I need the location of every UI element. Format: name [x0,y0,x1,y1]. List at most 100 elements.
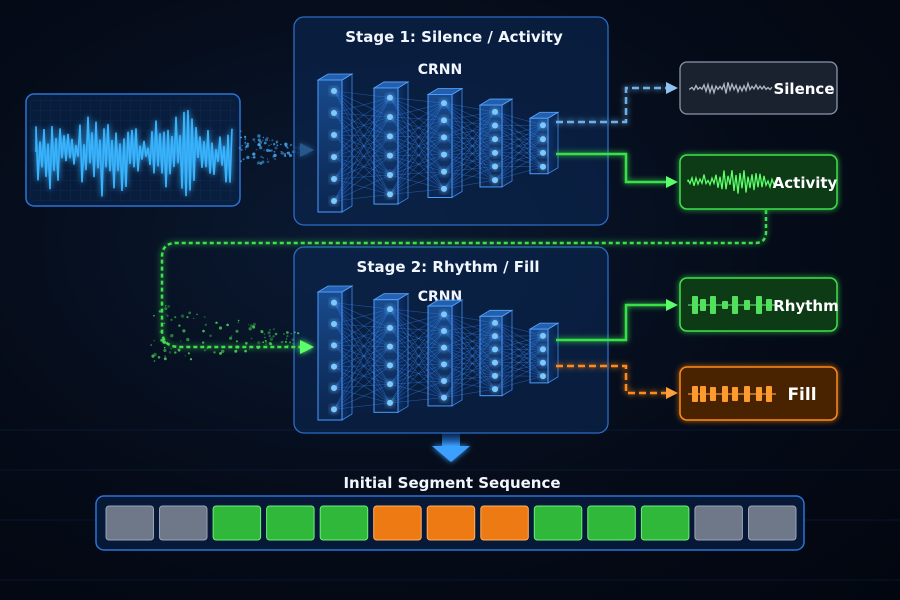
network-connection [333,323,391,347]
particle [269,140,270,142]
network-connection [443,314,496,350]
network-connection [333,323,391,329]
particle [285,338,288,340]
network-connection [333,323,391,385]
particle [259,161,263,165]
particle [206,347,209,350]
particle [244,341,248,345]
particle [257,346,260,350]
network-connection [333,302,391,404]
network-connection [389,116,445,155]
network-connection [494,166,544,181]
network-layer [317,291,343,421]
network-connection [333,383,391,410]
network-connection [389,364,445,366]
network-connection [443,137,496,167]
particle [252,325,256,329]
particle [241,145,243,147]
input-waveform [35,110,233,197]
particle [270,143,272,145]
network-connection [389,97,445,172]
particle [261,139,264,142]
fill-pulse-bars [688,386,776,402]
particle [275,141,278,144]
network-connection [389,314,445,404]
segment-silence [694,505,743,541]
network-connection [333,156,391,176]
network-layer-side [547,322,559,384]
network-connection [443,102,496,154]
network-connection [333,345,391,347]
network-connection [494,375,544,390]
network-connection [333,116,391,136]
particle [256,162,260,165]
network-connection [389,314,445,329]
network-connection [333,116,391,180]
network-connection [333,174,391,202]
network-connection [443,347,496,390]
particle [151,354,155,358]
particle [204,323,207,326]
network-connection [389,364,445,404]
network-node [331,198,337,204]
network-connection [333,97,391,114]
segment-fill [373,505,422,541]
fill-label: Fill [787,385,816,405]
particle [259,146,263,150]
network-node [540,163,546,170]
particle [166,314,169,317]
particle [188,311,192,315]
network-connection [494,322,544,377]
network-layer [479,104,503,188]
particle [249,348,251,350]
particle [257,143,261,147]
network-connection [389,308,445,365]
down-arrow [432,433,470,462]
network-connection [389,136,445,155]
network-connection [333,97,391,202]
network-connection [333,365,391,367]
particle [287,151,291,155]
pulse-bar [722,386,728,402]
network-connection [389,327,445,382]
sequence-title: Initial Segment Sequence [343,474,560,492]
network-connection [389,346,445,398]
network-node [492,333,498,340]
particle [251,156,253,159]
network-connection [333,346,391,389]
network-connection [494,362,544,377]
network-node [331,321,337,327]
network-connection [389,120,445,156]
network-connection [443,179,496,190]
network-connection [333,90,391,156]
rhythm-output-box: Rhythm [679,277,839,332]
network-connection [333,345,391,366]
network-connection [333,112,391,137]
network-layer [317,79,343,213]
network-connection [443,102,496,167]
network-connection [333,302,391,385]
network-connection [443,111,496,121]
network-connection [333,97,391,136]
network-connection [443,322,496,332]
network-connection [443,154,496,181]
network-connection [333,90,391,195]
network-connection [443,314,496,324]
network-connection [494,111,544,154]
particle [184,355,186,357]
network-connection [443,102,496,113]
network-connection [443,335,496,348]
particle [230,335,233,337]
particle [263,333,266,335]
particle [174,351,177,354]
network-connection [494,111,544,126]
network-connection [389,308,445,332]
network-connection [333,155,391,202]
network-connection [443,330,496,377]
network-connection [389,120,445,176]
particle [161,340,165,344]
network-connection [333,365,391,389]
network-connection [389,116,445,121]
network-connection [494,152,544,167]
particle [268,144,270,147]
